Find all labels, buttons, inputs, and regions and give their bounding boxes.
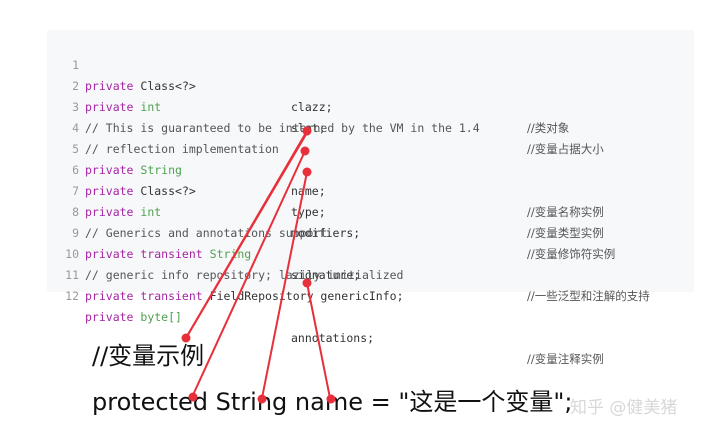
code-line-10: 10 // generic info repository; lazily in…	[47, 223, 694, 282]
declaration: private String	[85, 160, 182, 181]
type: int	[140, 100, 162, 114]
arrow-dot	[302, 167, 312, 177]
code-line-3: 3 // This is guaranteed to be interned b…	[47, 76, 694, 135]
comment-line: // Generics and annotations support	[85, 226, 328, 240]
arrow-line-2	[192, 150, 306, 396]
declaration: private Class<?>	[85, 181, 196, 202]
arrow-line-4	[306, 282, 331, 399]
line-number: 1	[72, 58, 79, 72]
code-line-1: 1 private Class<?> clazz; //类对象	[47, 34, 694, 135]
keyword: private	[85, 163, 134, 177]
code-line-4: 4 // reflection implementation	[47, 97, 694, 156]
arrow-dot	[302, 126, 312, 136]
comment-line: // generic info repository; lazily initi…	[85, 268, 404, 282]
comment-line: // This is guaranteed to be interned by …	[85, 121, 480, 135]
line-number: 9	[72, 226, 79, 240]
declaration: private int	[85, 97, 161, 118]
comment-line: // reflection implementation	[85, 142, 279, 156]
comment: //变量注释实例	[527, 352, 604, 366]
declaration: private byte[]	[85, 307, 182, 328]
type: FieldRepository genericInfo;	[209, 289, 404, 303]
code-line-11: 11 private transient FieldRepository gen…	[47, 244, 694, 303]
line-number: 12	[65, 289, 79, 303]
keyword: private	[85, 310, 134, 324]
arrow-dot	[300, 146, 310, 156]
keyword: private	[85, 184, 134, 198]
example-title: //变量示例	[92, 342, 205, 370]
type: Class<?>	[140, 79, 196, 93]
declaration: private Class<?>	[85, 76, 196, 97]
field-name: signature;	[291, 268, 361, 282]
type: byte[]	[140, 310, 182, 324]
code-line-12: 12 private byte[] annotations; //变量注释实例	[47, 265, 694, 366]
keyword: private transient	[85, 289, 203, 303]
watermark: 知乎 @健美猪	[570, 398, 678, 418]
declaration: private int	[85, 202, 161, 223]
code-line-8: 8 // Generics and annotations support	[47, 181, 694, 240]
arrow-dot	[188, 392, 198, 402]
comment: //变量修饰符实例	[527, 247, 616, 261]
type: int	[140, 205, 162, 219]
line-number: 10	[65, 247, 79, 261]
line-number: 3	[72, 100, 79, 114]
line-number: 7	[72, 184, 79, 198]
line-number: 2	[72, 79, 79, 93]
field-name: annotations;	[291, 331, 375, 345]
declaration: private transient FieldRepository generi…	[85, 286, 404, 307]
declaration: private transient String	[85, 244, 251, 265]
line-number: 5	[72, 142, 79, 156]
type: String	[140, 163, 182, 177]
keyword: private	[85, 79, 134, 93]
comment: //一些泛型和注解的支持	[527, 289, 650, 303]
code-line-7: 7 private int modifiers; //变量修饰符实例	[47, 160, 694, 261]
arrow-dot	[302, 278, 312, 288]
keyword: private	[85, 100, 134, 114]
keyword: private transient	[85, 247, 203, 261]
comment: //变量名称实例	[527, 205, 604, 219]
line-number: 4	[72, 121, 79, 135]
line-number: 8	[72, 205, 79, 219]
line-number: 11	[65, 268, 79, 282]
arrow-dot	[181, 333, 191, 343]
type: Class<?>	[140, 184, 196, 198]
comment: //变量占据大小	[527, 142, 604, 156]
type: String	[209, 247, 252, 261]
arrow-line-3	[261, 171, 308, 399]
comment: //变量类型实例	[527, 226, 604, 240]
field-name: clazz;	[291, 100, 333, 114]
arrow-dot	[257, 394, 267, 404]
arrow-dot	[326, 394, 336, 404]
arrow-line-5	[185, 130, 309, 339]
field-name: modifiers;	[291, 226, 361, 240]
code-line-9: 9 private transient String signature; //…	[47, 202, 694, 303]
code-line-5: 5 private String name; //变量名称实例	[47, 118, 694, 219]
code-block: 1 private Class<?> clazz; //类对象 2 privat…	[47, 30, 694, 366]
keyword: private	[85, 205, 134, 219]
field-name: name;	[291, 184, 326, 198]
line-number: 6	[72, 163, 79, 177]
comment: //类对象	[527, 121, 570, 135]
